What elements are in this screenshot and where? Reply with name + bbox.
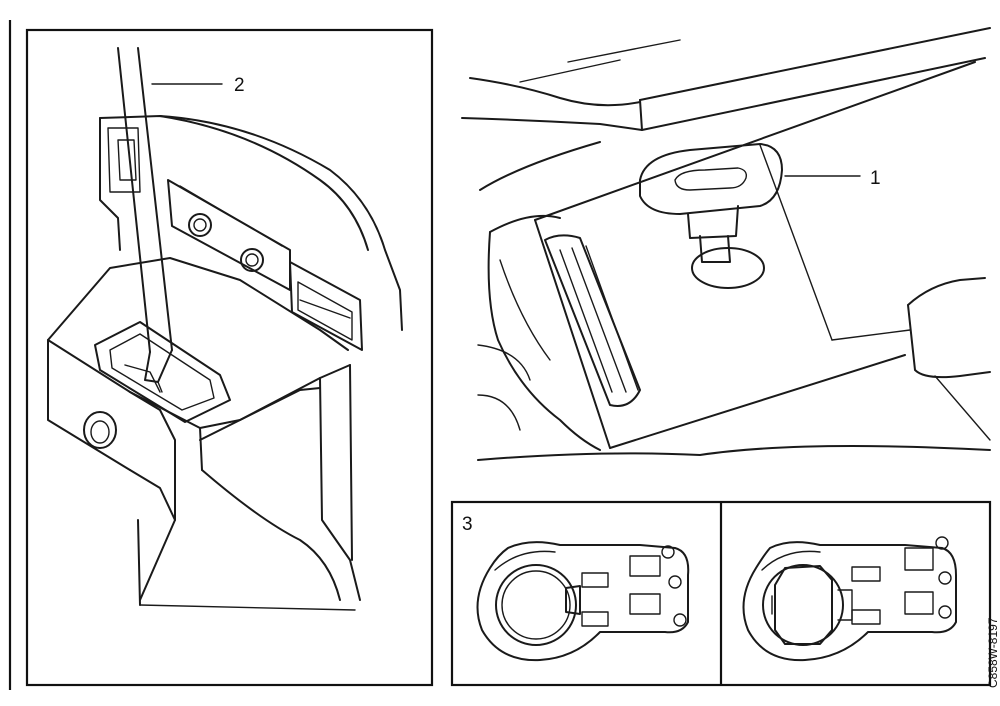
lock-detail-closed (476, 541, 690, 662)
callout-2: 2 (234, 75, 245, 96)
upper-right-cover-drawing (461, 27, 991, 461)
left-panel-console-drawing (47, 47, 403, 611)
callout-3: 3 (462, 514, 473, 535)
callout-1: 1 (870, 168, 881, 189)
lock-detail-open (742, 536, 957, 662)
left-panel-frame (25, 28, 434, 687)
figure-code: C858W-8197 (986, 617, 1000, 688)
